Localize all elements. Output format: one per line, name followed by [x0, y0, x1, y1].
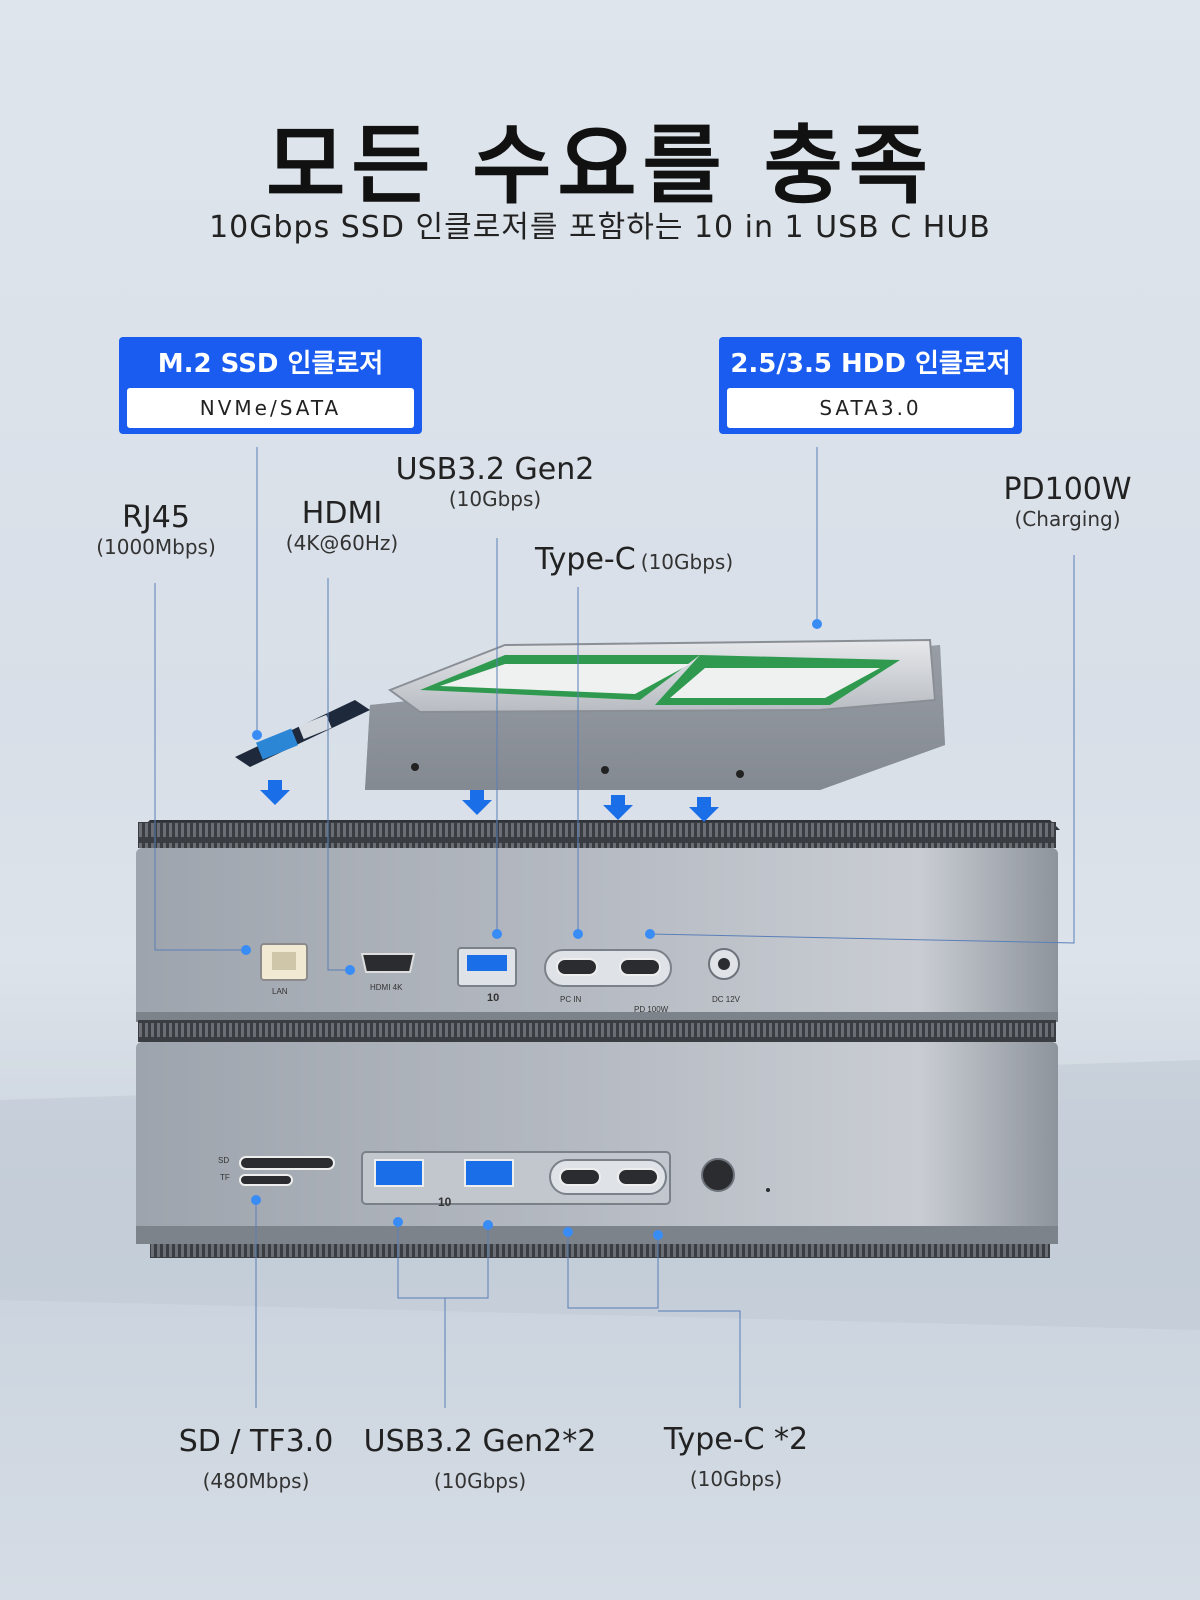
- bottom-unit: [136, 1042, 1058, 1258]
- label-rj45: RJ45 (1000Mbps): [76, 500, 236, 559]
- callout-dots: [241, 619, 822, 1240]
- hdd-enclosure-title: 2.5/3.5 HDD 인클로저: [730, 349, 1011, 379]
- label-typec-x2-name: Type-C *2: [663, 1422, 809, 1457]
- label-rj45-spec: (1000Mbps): [96, 535, 216, 559]
- label-pd100w: PD100W (Charging): [980, 472, 1155, 531]
- label-typec-x2-spec: (10Gbps): [689, 1467, 783, 1491]
- label-usb32-x2: USB3.2 Gen2*2 (10Gbps): [360, 1424, 600, 1493]
- mark-gen10-bottom: 10: [438, 1195, 452, 1209]
- label-typec-x2: Type-C *2 (10Gbps): [646, 1422, 826, 1491]
- m2-ssd-enclosure-box: M.2 SSD 인클로저 NVMe/SATA: [119, 337, 422, 434]
- mark-tf: TF: [220, 1173, 230, 1182]
- label-hdmi-spec: (4K@60Hz): [285, 531, 399, 555]
- label-hdmi-name: HDMI: [301, 496, 383, 531]
- m2-ssd-enclosure-spec: NVMe/SATA: [127, 388, 414, 428]
- label-rj45-name: RJ45: [122, 500, 190, 535]
- hdd-drive: [365, 638, 945, 790]
- top-unit: [136, 820, 1060, 1042]
- bottom-ports: [239, 1151, 770, 1205]
- label-usb32-spec: (10Gbps): [448, 487, 542, 511]
- mark-sd: SD: [218, 1156, 229, 1165]
- hdd-enclosure-box: 2.5/3.5 HDD 인클로저 SATA3.0: [719, 337, 1022, 434]
- mark-pd: PD 100W: [634, 1005, 669, 1014]
- label-pd100w-name: PD100W: [1003, 472, 1132, 507]
- label-pd100w-spec: (Charging): [1014, 507, 1121, 531]
- label-sdtf-name: SD / TF3.0: [178, 1424, 334, 1459]
- insert-arrows: [260, 780, 719, 822]
- label-sdtf-spec: (480Mbps): [202, 1469, 310, 1493]
- mark-dc: DC 12V: [712, 995, 741, 1004]
- mark-pcin: PC IN: [560, 995, 582, 1004]
- page-title: 모든 수요를 충족: [266, 116, 934, 216]
- m2-ssd-enclosure-title: M.2 SSD 인클로저: [157, 349, 384, 379]
- m2-ssd-stick: [235, 700, 370, 767]
- label-sdtf: SD / TF3.0 (480Mbps): [166, 1424, 346, 1493]
- mark-lan: LAN: [272, 987, 288, 996]
- label-usb32-x2-spec: (10Gbps): [433, 1469, 527, 1493]
- label-typec-spec: (10Gbps): [640, 550, 734, 574]
- label-usb32: USB3.2 Gen2 (10Gbps): [385, 452, 605, 511]
- page-subtitle: 10Gbps SSD 인클로저를 포함하는 10 in 1 USB C HUB: [209, 210, 991, 245]
- label-usb32-name: USB3.2 Gen2: [395, 452, 595, 487]
- label-usb32-x2-name: USB3.2 Gen2*2: [363, 1424, 597, 1459]
- mark-gen10-top: 10: [487, 992, 499, 1004]
- top-ports: [260, 943, 740, 987]
- label-hdmi: HDMI (4K@60Hz): [262, 496, 422, 555]
- callout-lines: [154, 447, 1075, 1408]
- mark-hdmi4k: HDMI 4K: [370, 983, 403, 992]
- label-typec: Type-C (10Gbps): [535, 542, 765, 577]
- hdd-enclosure-spec: SATA3.0: [727, 388, 1014, 428]
- label-typec-name: Type-C: [535, 542, 636, 577]
